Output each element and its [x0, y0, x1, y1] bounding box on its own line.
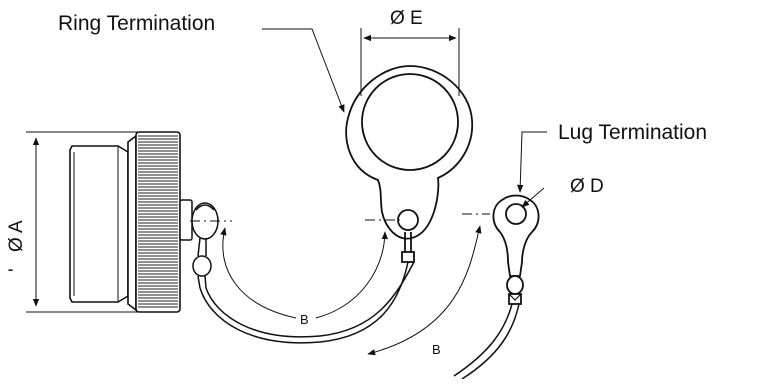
front-sleeve	[69, 145, 129, 303]
ring-leader	[262, 28, 345, 113]
dia-d-leader	[521, 187, 545, 208]
knurled-coupling-nut	[135, 131, 181, 313]
ring-termination	[345, 65, 473, 263]
dia-d-label: Ø D	[570, 176, 604, 197]
lug-hole	[505, 203, 527, 225]
shoulder	[127, 134, 137, 312]
lug-leader	[517, 131, 547, 193]
lug-crimp	[508, 293, 522, 305]
lanyard-cable-right	[453, 303, 520, 380]
lug-termination	[492, 194, 540, 305]
ring-tab-hole	[397, 209, 419, 231]
lanyard-attach-stub	[179, 199, 219, 289]
lug-termination-label: Lug Termination	[558, 121, 707, 144]
dia-e-label: Ø E	[390, 8, 423, 29]
angle-b-label-left: B	[300, 312, 309, 327]
lanyard-cable-left	[199, 261, 415, 344]
connector-body	[69, 134, 137, 312]
dia-a-label: Ø A	[6, 220, 27, 252]
dimension-lines	[26, 28, 547, 356]
ring-crimp	[401, 251, 415, 263]
dia-a-tick: '	[6, 268, 27, 272]
lug-outline	[492, 194, 540, 277]
angle-b-label-right: B	[432, 342, 441, 357]
ring-hole	[361, 73, 459, 171]
ring-termination-label: Ring Termination	[58, 12, 215, 35]
